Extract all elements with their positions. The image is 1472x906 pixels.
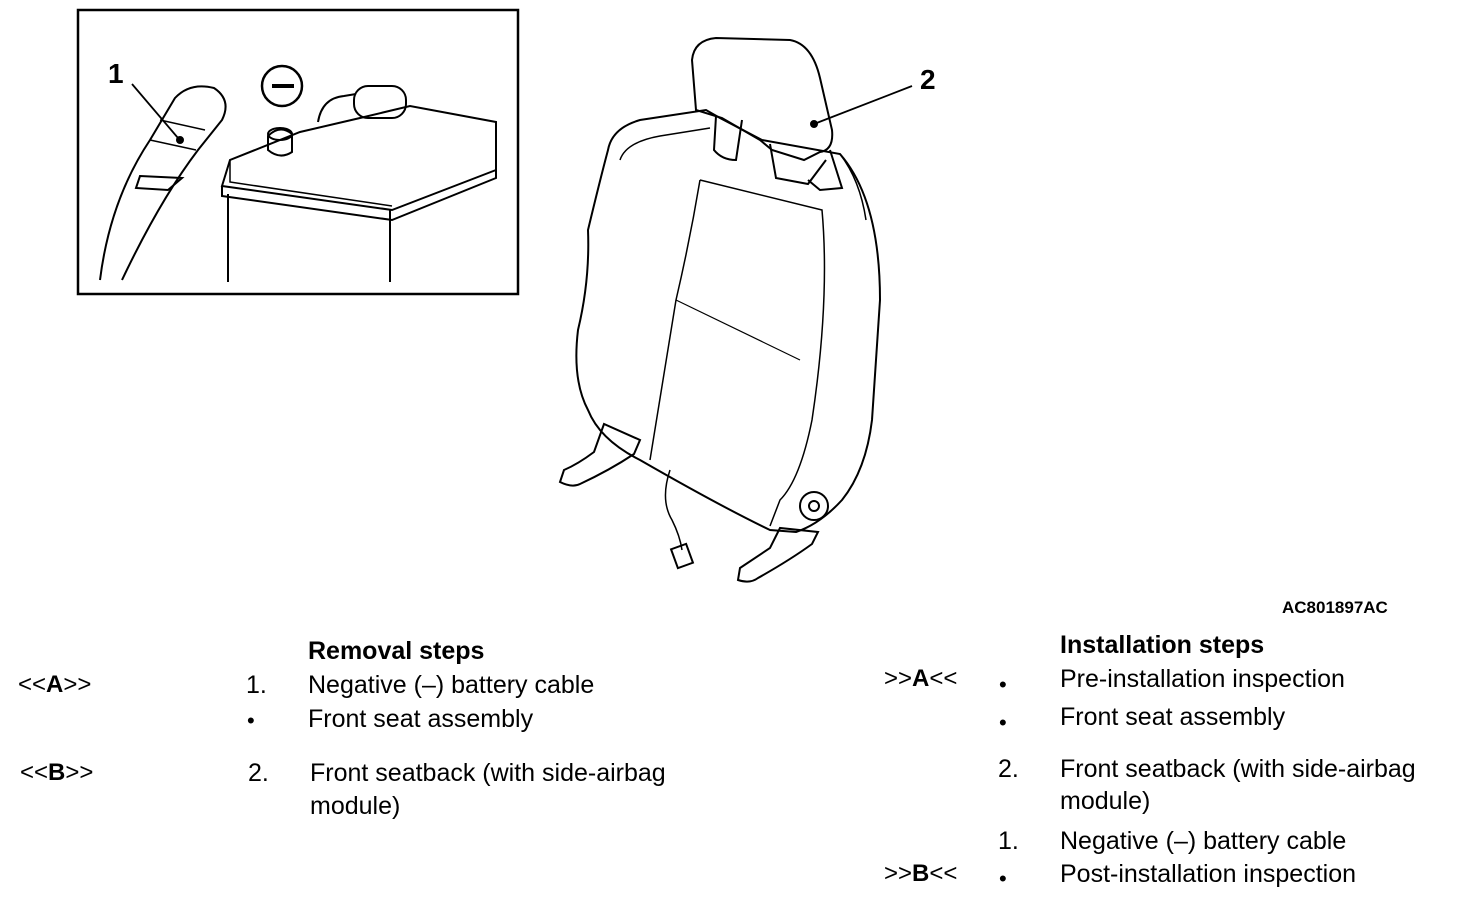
figure-id: AC801897AC (1282, 598, 1388, 617)
installation-step-text-1: Pre-installation inspection (1060, 665, 1345, 693)
seatback-drawing (558, 36, 913, 583)
removal-step-text-3-line2: module) (310, 792, 401, 820)
installation-bullet-2: • (999, 710, 1007, 735)
installation-step-text-5: Post-installation inspection (1060, 860, 1356, 888)
installation-step-text-4: Negative (–) battery cable (1060, 827, 1347, 855)
removal-step-text-2: Front seat assembly (308, 705, 534, 733)
removal-code-a: <<A>> (18, 671, 92, 698)
installation-code-a: >>A<< (884, 665, 958, 692)
installation-step-number-1: 1. (998, 827, 1019, 855)
removal-step-text-3-line1: Front seatback (with side-airbag (310, 759, 666, 787)
installation-bullet-1: • (999, 672, 1007, 697)
removal-steps-title: Removal steps (308, 637, 485, 665)
installation-step-number-2: 2. (998, 755, 1019, 783)
callout-1: 1 (108, 58, 124, 89)
installation-code-b: >>B<< (884, 860, 958, 887)
removal-step-number-1: 1. (246, 671, 267, 699)
callout-2: 2 (920, 64, 936, 95)
installation-step-text-2: Front seat assembly (1060, 703, 1286, 731)
removal-code-b: <<B>> (20, 759, 94, 786)
installation-step-text-3-line1: Front seatback (with side-airbag (1060, 755, 1416, 783)
removal-step-text-1: Negative (–) battery cable (308, 671, 595, 699)
battery-inset (76, 8, 520, 296)
minus-sign-icon (260, 64, 304, 108)
removal-step-number-2: 2. (248, 759, 269, 787)
installation-steps-title: Installation steps (1060, 631, 1265, 659)
removal-bullet-1: • (247, 708, 255, 733)
installation-step-text-3-line2: module) (1060, 787, 1151, 815)
installation-bullet-3: • (999, 866, 1007, 891)
